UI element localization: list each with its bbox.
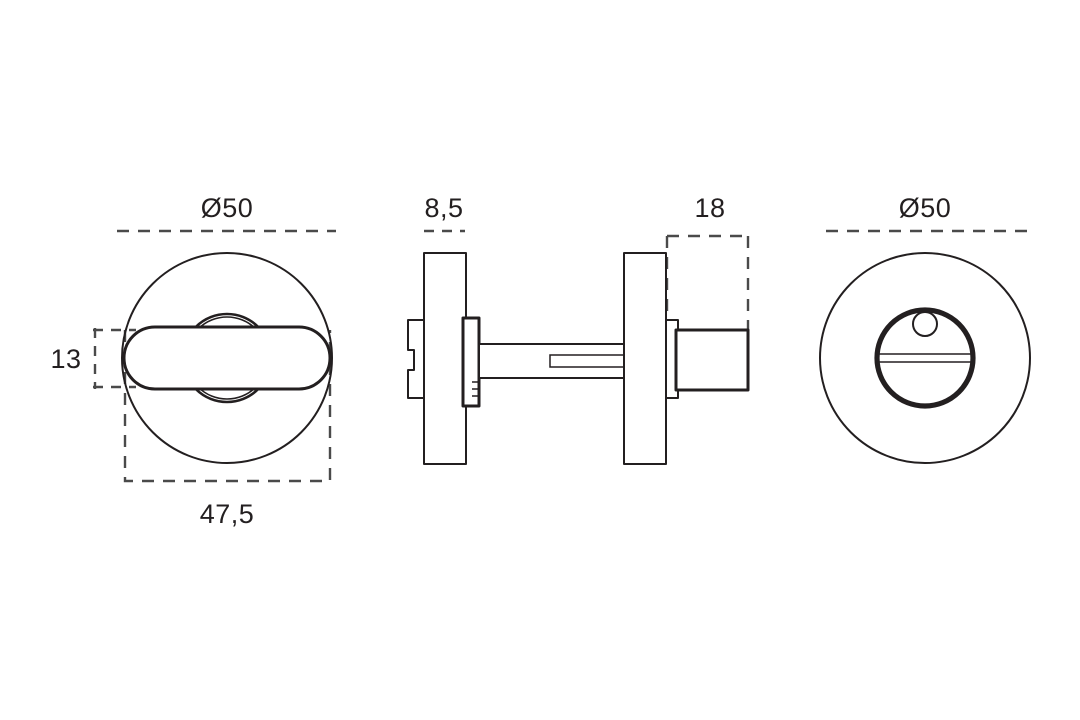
view-front-thumbturn: Ø50 13 47,5	[50, 193, 336, 529]
thumb-turn-lever	[122, 325, 332, 391]
left-hub-knurl-lines	[472, 381, 479, 397]
rosette-outer-circle-right	[819, 252, 1031, 464]
dimension-box-width-bottom	[123, 330, 332, 483]
label-height-left: 13	[50, 344, 81, 374]
label-projection: 18	[694, 193, 725, 223]
label-thickness: 8,5	[424, 193, 463, 223]
label-width-bottom: 47,5	[200, 499, 255, 529]
view-front-release: Ø50	[819, 193, 1031, 464]
left-turn-hub	[461, 316, 481, 408]
view-side-assembly: 8,5 18	[407, 193, 750, 465]
release-body-circle	[874, 307, 976, 409]
label-diameter-left: Ø50	[201, 193, 254, 223]
indicator-hole-circle	[912, 311, 938, 337]
left-rosette-plate	[423, 252, 467, 465]
right-rosette-plate	[623, 252, 667, 465]
spindle-bar	[478, 343, 639, 379]
rosette-outer-circle-left	[121, 252, 333, 464]
release-boss	[674, 328, 750, 392]
label-diameter-right: Ø50	[899, 193, 952, 223]
left-retainer-cap	[407, 319, 425, 399]
